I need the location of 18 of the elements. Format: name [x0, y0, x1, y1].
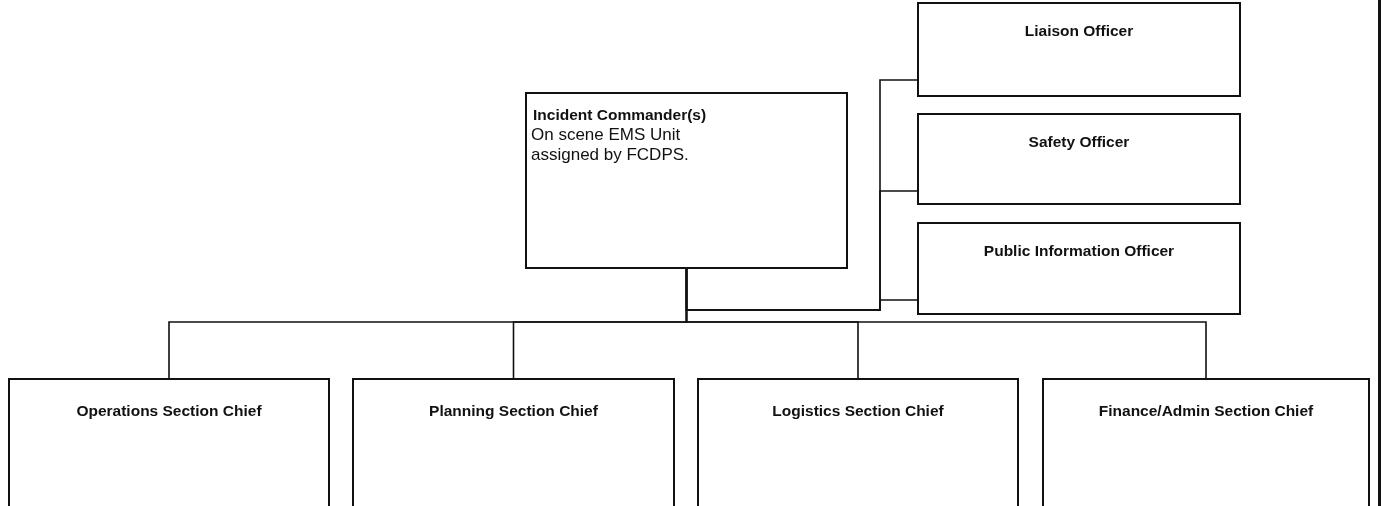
- role-title: Planning Section Chief: [429, 402, 598, 421]
- org-chart-box: [917, 2, 1241, 97]
- org-chart-box: [352, 378, 675, 506]
- role-description: On scene EMS Unit assigned by FCDPS.: [531, 124, 690, 166]
- role-title: Safety Officer: [1028, 133, 1130, 152]
- org-chart-box: [917, 222, 1241, 315]
- org-chart-box: [917, 113, 1241, 205]
- role-title: Logistics Section Chief: [772, 402, 944, 421]
- role-title: Incident Commander(s): [532, 106, 707, 125]
- connector-line: [685, 268, 1207, 379]
- org-chart-box: [697, 378, 1019, 506]
- role-title: Finance/Admin Section Chief: [1098, 402, 1314, 421]
- org-chart-box: [525, 92, 848, 269]
- org-chart-box: [8, 378, 330, 506]
- role-title: Liaison Officer: [1024, 22, 1134, 41]
- role-title: Public Information Officer: [983, 242, 1175, 261]
- org-chart-box: [1042, 378, 1370, 506]
- role-title: Operations Section Chief: [76, 402, 262, 421]
